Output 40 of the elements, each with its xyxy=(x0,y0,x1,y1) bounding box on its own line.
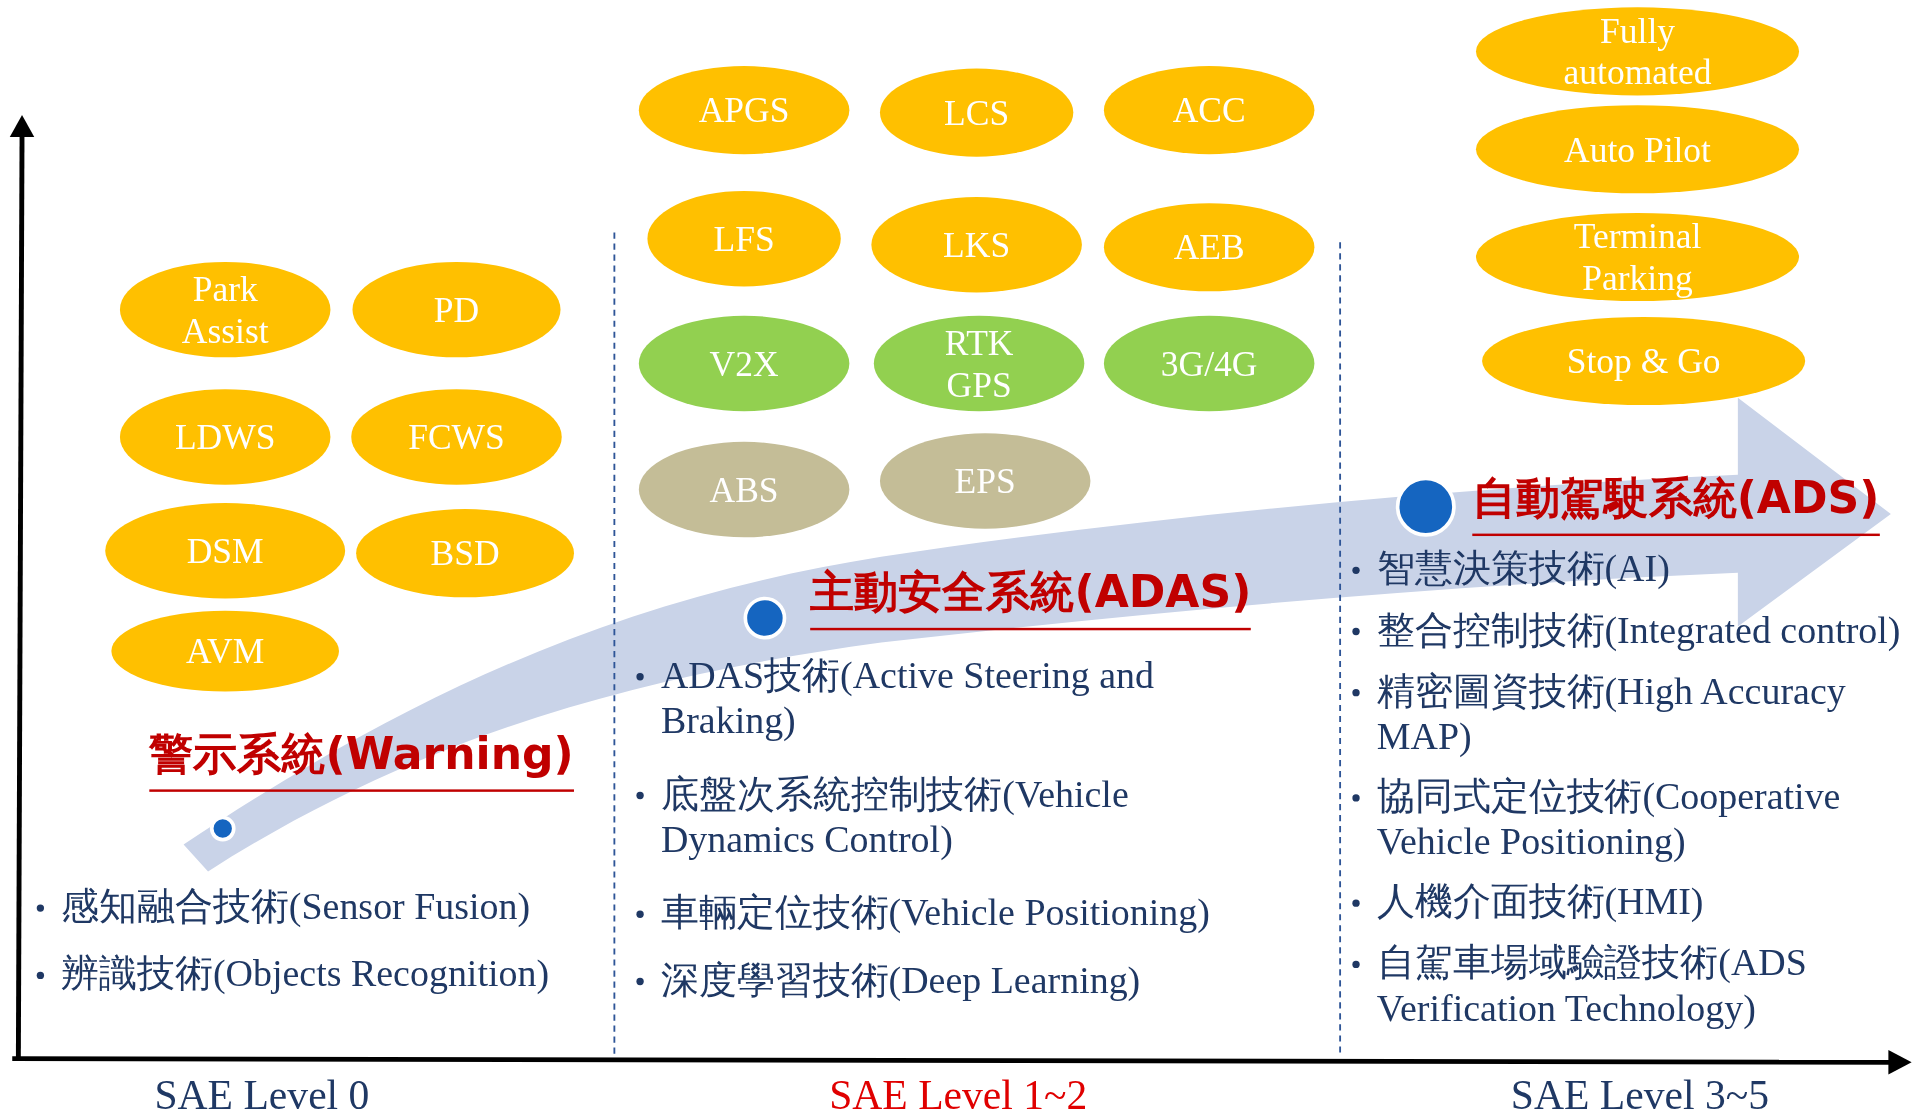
bullet-text: 辨識技術(Objects Recognition) xyxy=(61,951,551,997)
ellipse-node: DSM xyxy=(105,503,346,599)
ellipse-node: EPS xyxy=(879,433,1091,529)
ellipse-node: LCS xyxy=(879,68,1074,157)
section-heading: 自動駕駛系統(ADS) xyxy=(1472,468,1880,537)
section-heading: 警示系統(Warning) xyxy=(149,724,574,792)
ellipse-node: AEB xyxy=(1103,203,1315,292)
ellipse-node: PD xyxy=(352,261,561,358)
axis-label: SAE Level 0 xyxy=(154,1072,370,1119)
bullet-text: 精密圖資技術(High Accuracy MAP) xyxy=(1376,668,1847,759)
axis-label: SAE Level 1~2 xyxy=(829,1072,1088,1119)
ellipse-node: LKS xyxy=(871,197,1082,293)
ellipse-node: Park Assist xyxy=(119,261,331,358)
section-heading: 主動安全系統(ADAS) xyxy=(810,562,1252,631)
ellipse-node: LDWS xyxy=(119,389,331,485)
ellipse-node: AVM xyxy=(111,610,339,692)
ellipse-node: Stop & Go xyxy=(1482,317,1806,406)
bullet-text: 人機介面技術(HMI) xyxy=(1376,878,1705,924)
ellipse-node: BSD xyxy=(356,509,574,598)
bullet-text: 感知融合技術(Sensor Fusion) xyxy=(61,883,532,929)
ellipse-node: Terminal Parking xyxy=(1475,212,1800,302)
bullet-text: 深度學習技術(Deep Learning) xyxy=(660,957,1142,1003)
bullet-text: ADAS技術(Active Steering and Braking) xyxy=(660,652,1155,743)
ellipse-node: Fully automated xyxy=(1475,7,1800,96)
ellipse-node: Auto Pilot xyxy=(1475,105,1800,194)
ellipse-node: 3G/4G xyxy=(1103,315,1315,412)
ellipse-node: ABS xyxy=(638,441,850,538)
bullet-text: 底盤次系統控制技術(Vehicle Dynamics Control) xyxy=(660,771,1130,862)
ellipse-node: APGS xyxy=(638,66,850,155)
bullet-text: 自駕車場域驗證技術(ADS Verification Technology) xyxy=(1376,940,1808,1031)
ellipse-node: V2X xyxy=(638,315,850,412)
bullet-text: 協同式定位技術(Cooperative Vehicle Positioning) xyxy=(1376,773,1842,865)
bullet-text: 車輛定位技術(Vehicle Positioning) xyxy=(660,889,1211,935)
bullet-text: 智慧決策技術(AI) xyxy=(1376,546,1671,592)
ellipse-node: LFS xyxy=(647,190,841,287)
bullet-text: 整合控制技術(Integrated control) xyxy=(1376,607,1902,653)
ellipse-node: ACC xyxy=(1103,66,1315,155)
ellipse-node: RTK GPS xyxy=(873,315,1085,412)
ellipse-node: FCWS xyxy=(351,389,562,485)
axis-label: SAE Level 3~5 xyxy=(1510,1072,1770,1119)
